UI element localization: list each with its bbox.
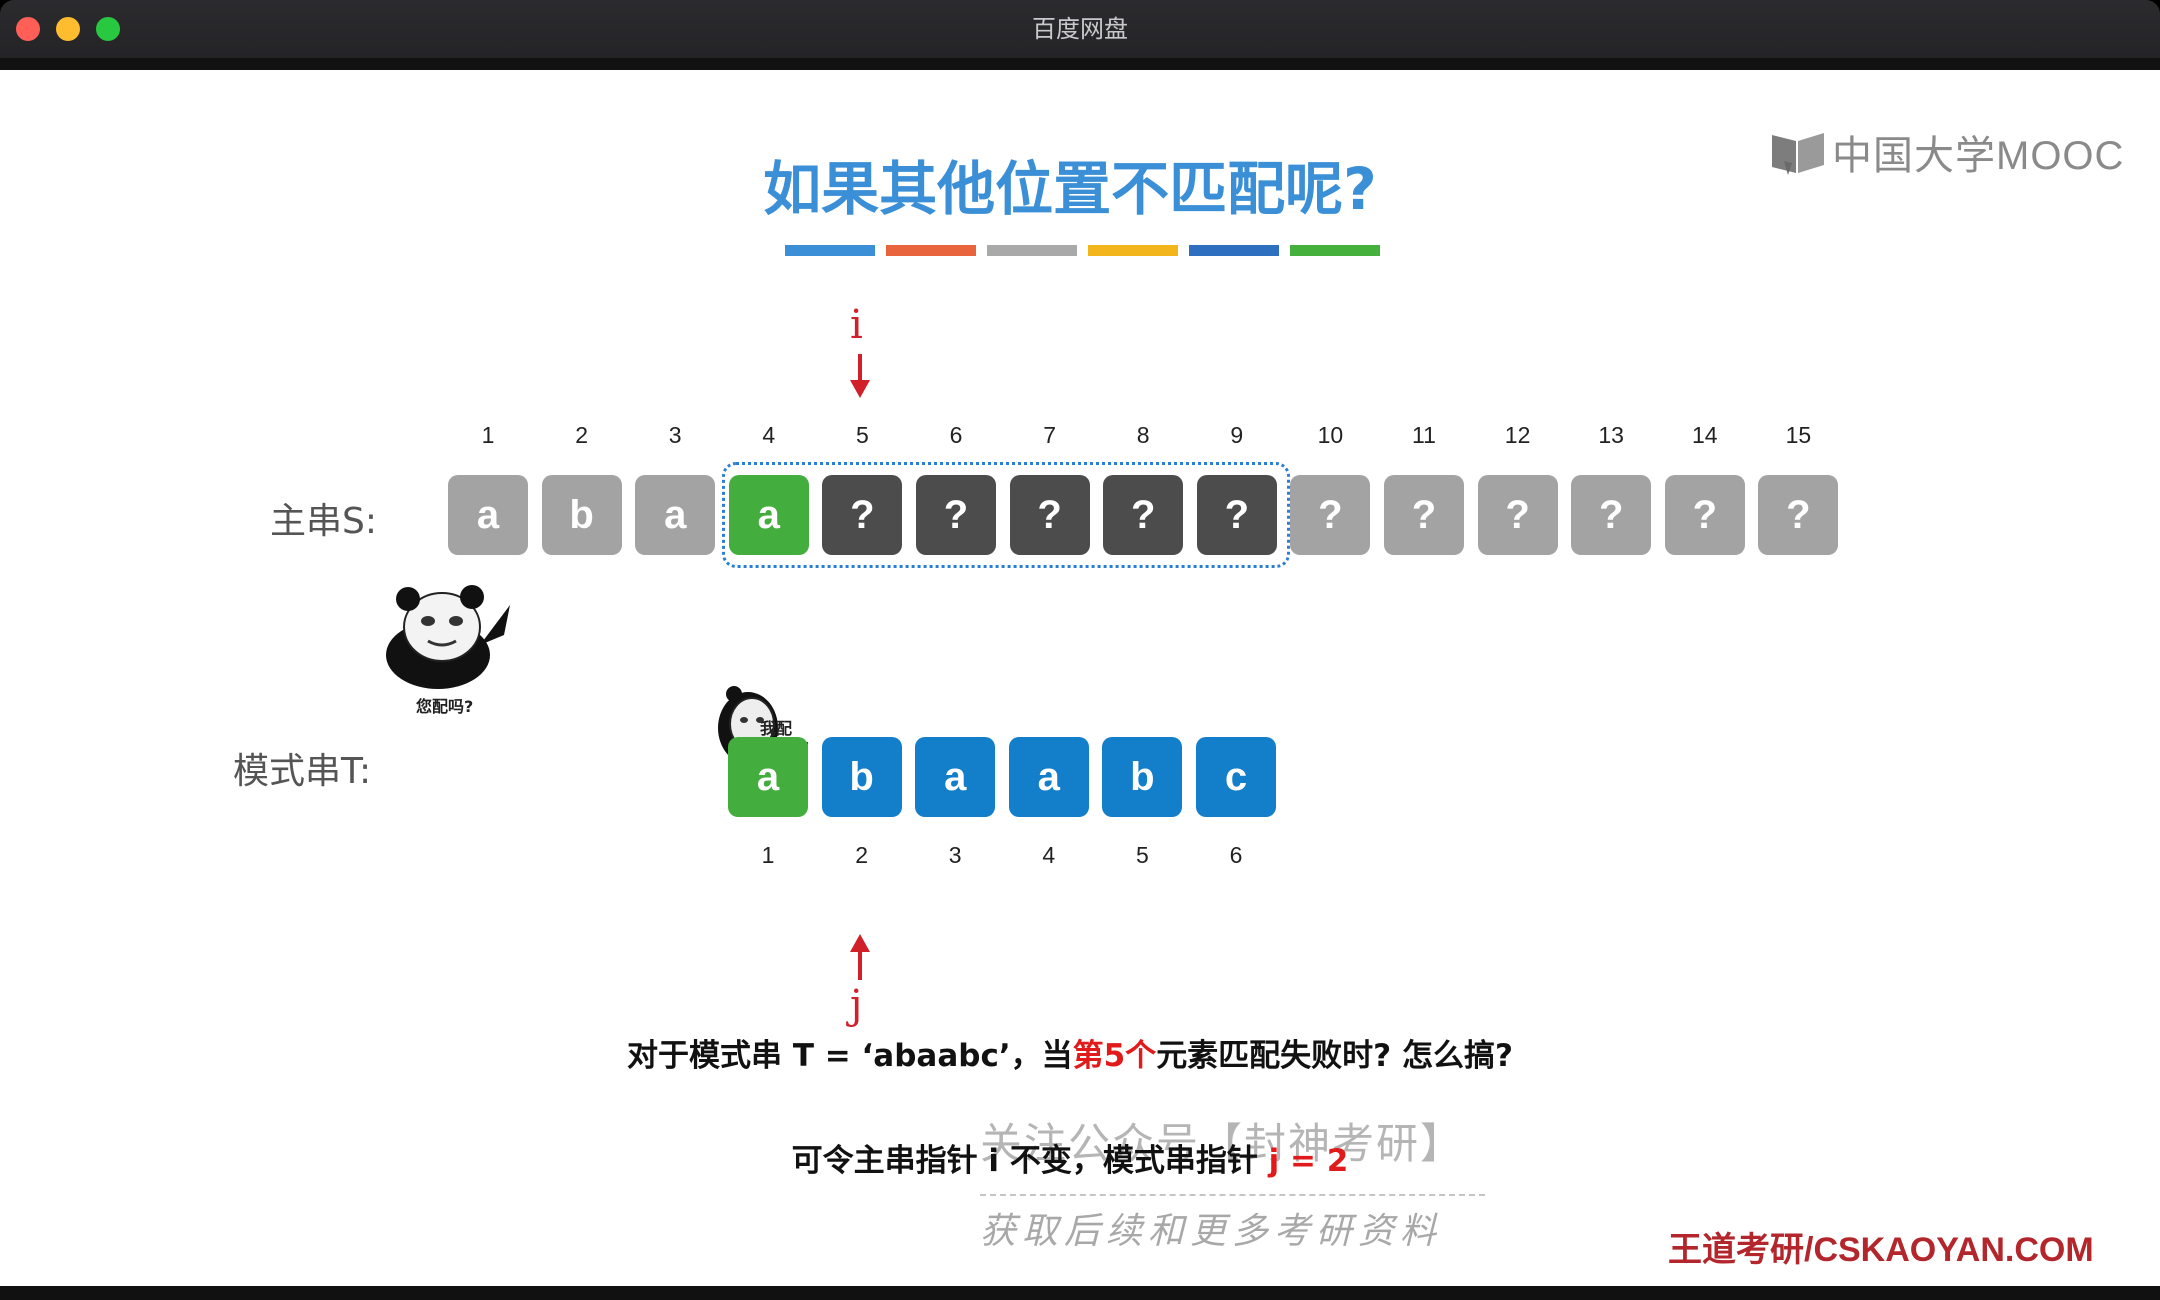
- pattern-string-label: 模式串T:: [233, 751, 372, 792]
- main-string-index: 7: [1043, 422, 1056, 448]
- main-string-cell: ?: [1571, 475, 1652, 555]
- line1-text-a: 对于模式串 T = ‘abaabc’，当: [627, 1038, 1073, 1074]
- main-string-index: 11: [1412, 422, 1436, 448]
- panda-meme-left: [380, 585, 520, 699]
- main-string-cell: ?: [916, 475, 996, 555]
- main-string-cell: ?: [1384, 475, 1464, 555]
- title-colorbar-segment: [987, 245, 1077, 256]
- panda-meme-left-caption: 您配吗?: [416, 697, 474, 716]
- pointer-i-arrow-head: [850, 380, 870, 398]
- pattern-string-index: 2: [855, 842, 868, 868]
- main-string-cell: a: [448, 475, 528, 555]
- match-window-highlight: [722, 462, 1290, 568]
- line2-text-a: 可令主串指针 i 不变，模式串指针: [791, 1143, 1269, 1179]
- main-string-cell: ?: [1758, 475, 1839, 555]
- pattern-string-index: 3: [948, 842, 962, 868]
- main-string-cell: ?: [1290, 475, 1371, 555]
- watermark-line-2: 获取后续和更多考研资料: [980, 1211, 1443, 1252]
- title-colorbar-segment: [1088, 245, 1178, 256]
- main-string-cell: a: [728, 475, 809, 555]
- slide-title: 如果其他位置不匹配呢?: [763, 155, 1377, 223]
- main-string-index: 2: [575, 422, 588, 448]
- main-string-index: 10: [1317, 422, 1344, 448]
- pattern-string-cell: a: [915, 737, 996, 817]
- pointer-j-arrow-head: [850, 934, 870, 952]
- pattern-string-cell: b: [1102, 737, 1183, 817]
- main-string-cell: ?: [1477, 475, 1558, 555]
- main-string-cell: ?: [1009, 475, 1090, 555]
- pointer-j-arrow: [858, 950, 862, 980]
- title-colorbar-segment: [1290, 245, 1380, 256]
- brand-footer: 王道考研/CSKAOYAN.COM: [1668, 1231, 2094, 1269]
- close-window-button[interactable]: [16, 17, 40, 41]
- pattern-string-cell: a: [728, 737, 808, 817]
- pattern-string-index: 6: [1229, 842, 1243, 868]
- title-colorbar-segment: [1189, 245, 1279, 256]
- main-string-index: 4: [762, 422, 776, 448]
- minimize-window-button[interactable]: [56, 17, 80, 41]
- main-string-index: 6: [949, 422, 963, 448]
- pattern-string-index: 4: [1042, 842, 1056, 868]
- line1-text-b: 元素匹配失败时? 怎么搞?: [1156, 1038, 1513, 1074]
- main-string-index: 14: [1692, 422, 1718, 448]
- main-string-index: 8: [1136, 422, 1150, 448]
- main-string-cell: b: [541, 475, 622, 555]
- watermark-line-1: 关注公众号【封神考研】: [980, 1119, 1465, 1168]
- main-string-index: 5: [855, 422, 869, 448]
- pattern-string-cell: b: [821, 737, 902, 817]
- main-string-cell: ?: [1103, 475, 1184, 555]
- explanation-line-2: 可令主串指针 i 不变，模式串指针 j = 2: [0, 1135, 2140, 1180]
- main-string-index: 1: [481, 422, 495, 448]
- mooc-logo-text: 中国大学MOOC: [1832, 134, 2125, 178]
- main-string-index: 13: [1598, 422, 1624, 448]
- window-titlebar: 百度网盘: [0, 0, 2160, 59]
- main-string-index: 15: [1785, 422, 1812, 448]
- panda-meme-right-caption: 我配: [760, 719, 793, 738]
- pattern-string-index: 1: [761, 842, 775, 868]
- pointer-j-label: j: [850, 982, 863, 1028]
- watermark-divider: [980, 1194, 1485, 1196]
- main-string-cell: ?: [1664, 475, 1745, 555]
- pointer-i-label: i: [850, 302, 863, 348]
- slide-video-frame[interactable]: 中国大学MOOC 如果其他位置不匹配呢? i 主串S: 1 a 2 b 3 a 4 a 5? 6?…: [0, 70, 2160, 1286]
- main-string-index: 3: [668, 422, 682, 448]
- line2-text-red: j = 2: [1268, 1143, 1349, 1179]
- title-colorbar-segment: [886, 245, 976, 256]
- window-title: 百度网盘: [1032, 15, 1128, 43]
- main-string-cell: ?: [1196, 475, 1277, 555]
- video-letterbox-top: [0, 58, 2160, 70]
- pattern-string-cell: a: [1008, 737, 1089, 817]
- explanation-line-1: 对于模式串 T = ‘abaabc’，当第5个元素匹配失败时? 怎么搞?: [0, 1030, 2140, 1075]
- mooc-logo: 中国大学MOOC: [1770, 122, 2124, 182]
- maximize-window-button[interactable]: [96, 17, 120, 41]
- title-colorbar-segment: [785, 245, 875, 256]
- pattern-string-index: 5: [1135, 842, 1149, 868]
- main-string-cell: ?: [822, 475, 903, 555]
- main-string-label: 主串S:: [270, 501, 377, 542]
- book-logo-icon: [1772, 133, 1824, 175]
- main-string-index: 9: [1230, 422, 1244, 448]
- pointer-i-arrow: [858, 354, 862, 384]
- main-string-index: 12: [1504, 422, 1531, 448]
- panda-face-icon: [386, 585, 510, 689]
- pattern-string-cell: c: [1196, 737, 1276, 817]
- main-string-cell: a: [635, 475, 716, 555]
- line1-text-red: 第5个: [1072, 1038, 1157, 1074]
- video-letterbox-bottom: [0, 1286, 2160, 1300]
